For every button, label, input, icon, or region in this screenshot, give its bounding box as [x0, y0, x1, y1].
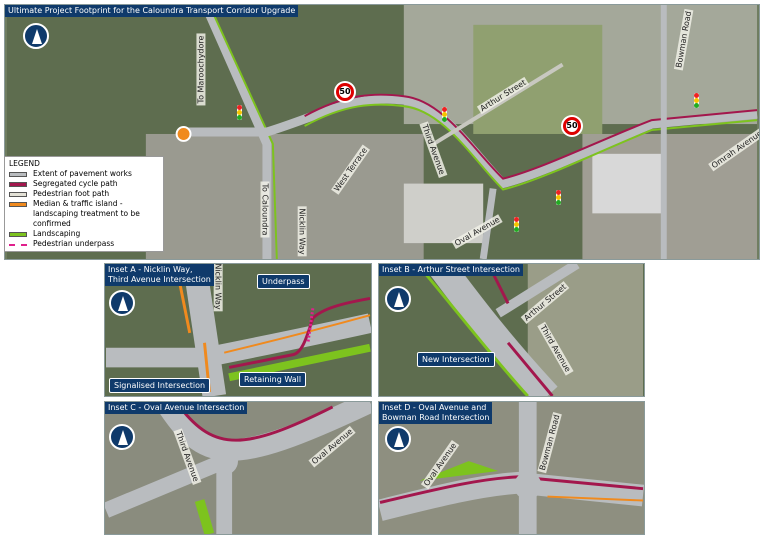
- legend-heading: LEGEND: [9, 159, 40, 168]
- legend-label: Pedestrian underpass: [33, 239, 115, 248]
- legend: LEGEND Extent of pavement works Segregat…: [4, 156, 164, 252]
- legend-swatch: [9, 192, 27, 197]
- legend-swatch: [9, 202, 27, 207]
- north-arrow-icon: [385, 286, 411, 312]
- legend-item: Extent of pavement works: [9, 169, 159, 179]
- legend-label: Median & traffic island - landscaping tr…: [33, 199, 140, 228]
- legend-item: Pedestrian foot path: [9, 189, 159, 199]
- label-nicklin-way: Nicklin Way: [213, 263, 223, 312]
- legend-swatch: [9, 182, 27, 187]
- inset-a-title: Inset A - Nicklin Way,Third Avenue Inter…: [105, 264, 214, 286]
- legend-item: Landscaping: [9, 229, 159, 239]
- legend-swatch: [9, 244, 27, 246]
- inset-a: Inset A - Nicklin Way,Third Avenue Inter…: [104, 263, 372, 397]
- inset-b-graphics: [420, 264, 644, 396]
- label-to-maroochydore: To Maroochydore: [196, 33, 206, 106]
- north-arrow-icon: [23, 23, 49, 49]
- legend-label: Pedestrian foot path: [33, 189, 110, 198]
- traffic-light-icon: [514, 217, 519, 232]
- callout-underpass: Underpass: [257, 274, 310, 289]
- legend-item: Pedestrian underpass: [9, 239, 159, 249]
- callout-signalised-intersection: Signalised Intersection: [109, 378, 211, 393]
- inset-b-title: Inset B - Arthur Street Intersection: [379, 264, 523, 276]
- legend-item: Median & traffic island - landscaping tr…: [9, 199, 159, 229]
- label-nicklin-way: Nicklin Way: [297, 206, 307, 257]
- speed-limit-sign: 50: [336, 83, 354, 101]
- legend-swatch: [9, 172, 27, 177]
- inset-b: Inset B - Arthur Street Intersection Art…: [378, 263, 645, 397]
- inset-c-graphics: [105, 402, 371, 534]
- north-arrow-icon: [109, 424, 135, 450]
- inset-c-title: Inset C - Oval Avenue Intersection: [105, 402, 248, 414]
- callout-retaining-wall: Retaining Wall: [239, 372, 307, 387]
- traffic-light-icon: [556, 190, 561, 205]
- legend-label: Landscaping: [33, 229, 81, 238]
- legend-swatch: [9, 232, 27, 237]
- legend-label: Segregated cycle path: [33, 179, 118, 188]
- callout-new-intersection: New Intersection: [417, 352, 495, 367]
- label-to-caloundra: To Caloundra: [260, 181, 270, 238]
- legend-label: Extent of pavement works: [33, 169, 132, 178]
- map-title: Ultimate Project Footprint for the Calou…: [5, 5, 299, 17]
- traffic-light-icon: [694, 93, 699, 108]
- inset-d-graphics: [379, 402, 644, 534]
- speed-limit-sign: 50: [563, 117, 581, 135]
- traffic-light-icon: [442, 107, 447, 122]
- legend-item: Segregated cycle path: [9, 179, 159, 189]
- inset-c: Inset C - Oval Avenue Intersection Third…: [104, 401, 372, 535]
- north-arrow-icon: [109, 290, 135, 316]
- north-arrow-icon: [385, 426, 411, 452]
- traffic-light-icon: [237, 105, 242, 120]
